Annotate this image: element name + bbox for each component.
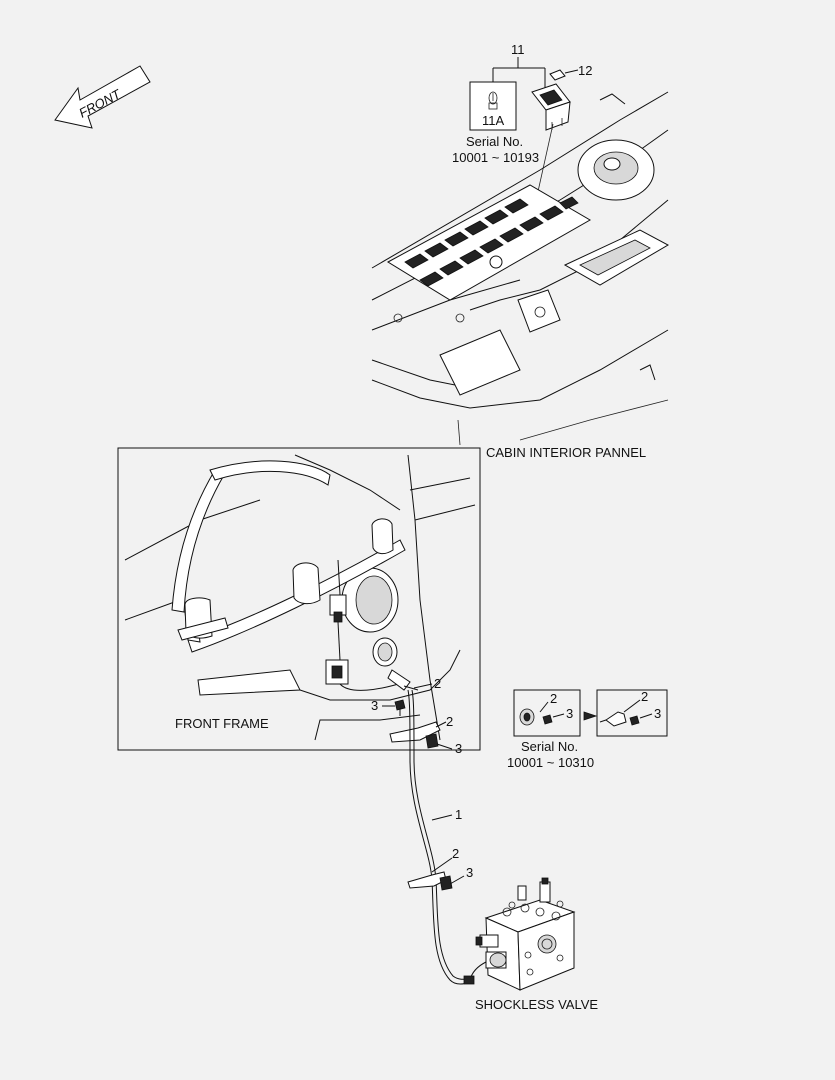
front-frame-drawing (124, 454, 476, 741)
serial-inset-new (596, 689, 668, 737)
callout-2-c: 2 (452, 846, 459, 861)
callout-3-b: 3 (455, 741, 462, 756)
callout-2-d: 2 (550, 691, 557, 706)
label-cabin-interior-panel: CABIN INTERIOR PANNEL (486, 445, 646, 460)
serial-top-label: Serial No. (466, 134, 523, 149)
rocker-switch (531, 83, 571, 131)
callout-11-bracket (492, 57, 546, 88)
serial-right-range: 10001 ~ 10310 (507, 755, 594, 770)
callout-2-a: 2 (434, 676, 441, 691)
callout-3-d: 3 (566, 706, 573, 721)
sensor-new-icon (599, 711, 640, 727)
callout-11a: 11A (482, 113, 504, 128)
cabin-interior-panel (371, 91, 670, 409)
serial-right-label: Serial No. (521, 739, 578, 754)
callout-3-c: 3 (466, 865, 473, 880)
callout-2-e: 2 (641, 689, 648, 704)
callout-11: 11 (511, 42, 525, 57)
front-frame-inset (117, 447, 481, 751)
bolt-3a (394, 699, 406, 716)
lamp-12 (549, 69, 579, 81)
front-direction-arrow: FRONT (54, 65, 151, 129)
bulb-inset: 11A (469, 81, 517, 131)
label-front-frame: FRONT FRAME (175, 716, 269, 731)
panel-edge (519, 399, 669, 441)
pressure-sensor-front (387, 669, 419, 691)
shockless-valve (463, 877, 576, 991)
harness-clip-1 (389, 721, 441, 749)
serial-top-range: 10001 ~ 10193 (452, 150, 539, 165)
label-shockless-valve: SHOCKLESS VALVE (475, 997, 598, 1012)
callout-1: 1 (455, 807, 462, 822)
harness-clip-2 (407, 871, 453, 891)
arrow-right-icon (583, 711, 598, 721)
vent-grid (404, 196, 579, 287)
callout-2-b: 2 (446, 714, 453, 729)
panel-leader (457, 419, 461, 446)
bulb-icon (488, 91, 498, 110)
callout-3-e: 3 (654, 706, 661, 721)
callout-3-a: 3 (371, 698, 378, 713)
sensor-old-icon (519, 708, 553, 726)
callout-12: 12 (578, 63, 592, 78)
serial-inset-old (513, 689, 581, 737)
